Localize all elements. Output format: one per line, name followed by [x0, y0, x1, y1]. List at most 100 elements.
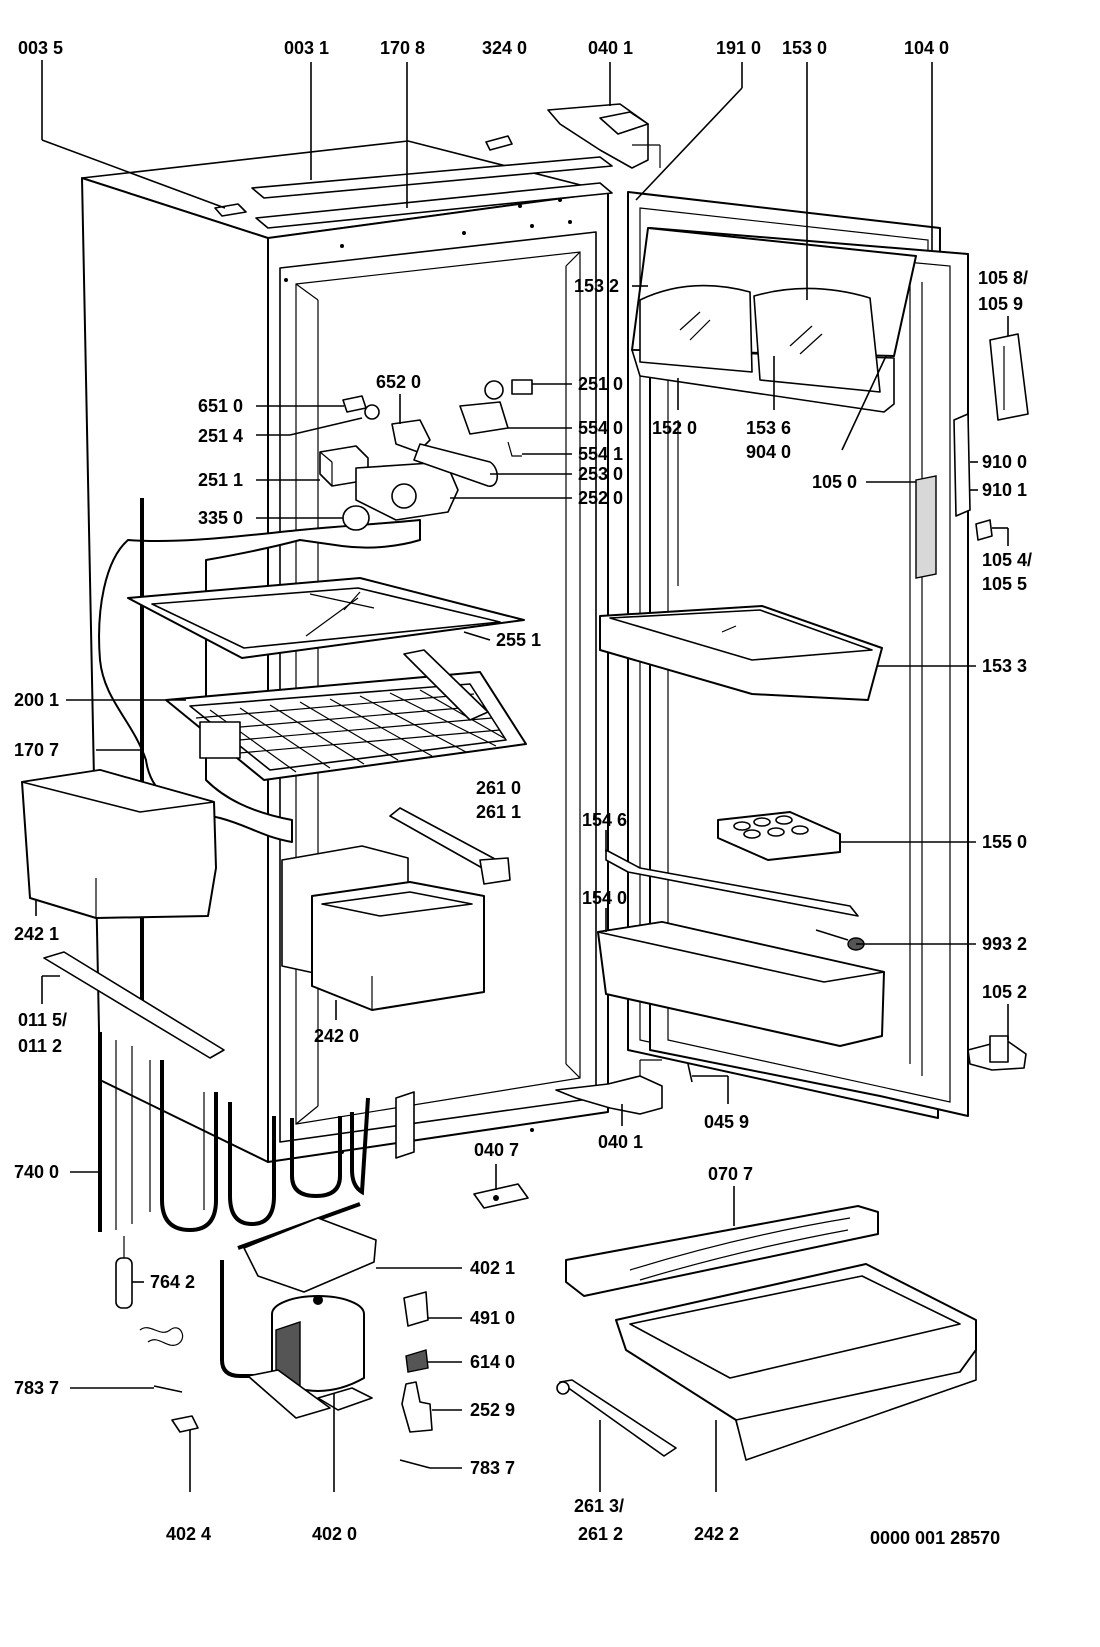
callout-1540: 154 0: [582, 888, 627, 908]
callout-labels: 003 5 003 1 170 8 324 0 040 1 191 0 153 …: [14, 38, 1032, 1548]
callout-6140: 614 0: [470, 1352, 515, 1372]
callout-6520: 652 0: [376, 372, 421, 392]
callout-1052: 105 2: [982, 982, 1027, 1002]
callout-0115: 011 5/: [18, 1010, 67, 1030]
callout-2530: 253 0: [578, 464, 623, 484]
callout-0407: 040 7: [474, 1140, 519, 1160]
leader-lines: [35, 60, 1009, 1492]
vegetable-box: [281, 845, 485, 1011]
drawing-number: 0000 001 28570: [870, 1528, 1000, 1548]
door-shelf-upper: [599, 605, 883, 701]
bottle-retainer: [605, 849, 859, 917]
callout-6510: 651 0: [198, 396, 243, 416]
callout-4021: 402 1: [470, 1258, 515, 1278]
callout-1050: 105 0: [812, 472, 857, 492]
relay-cover: [403, 1291, 429, 1327]
callout-2520: 252 0: [578, 488, 623, 508]
callout-9101: 910 1: [982, 480, 1027, 500]
clip-part: [401, 1381, 433, 1433]
callout-2422: 242 2: [694, 1524, 739, 1544]
callout-0035: 003 5: [18, 38, 63, 58]
handle-bracket: [953, 413, 971, 517]
callout-0401-top: 040 1: [588, 38, 633, 58]
callout-4910: 491 0: [470, 1308, 515, 1328]
screw: [687, 1063, 693, 1083]
callout-7837-right: 783 7: [470, 1458, 515, 1478]
egg-rack: [717, 811, 841, 861]
callout-2612: 261 2: [578, 1524, 623, 1544]
callout-1054: 105 4/: [982, 550, 1032, 570]
callout-1546: 154 6: [582, 810, 627, 830]
callout-2001: 200 1: [14, 690, 59, 710]
callout-2421: 242 1: [14, 924, 59, 944]
callout-1055: 105 5: [982, 574, 1027, 594]
condenser: [98, 1032, 415, 1233]
callout-2613: 261 3/: [574, 1496, 624, 1516]
callout-3350: 335 0: [198, 508, 243, 528]
callout-0707: 070 7: [708, 1164, 753, 1184]
callout-9040: 904 0: [746, 442, 791, 462]
callout-0112: 011 2: [18, 1036, 62, 1056]
callout-2420: 242 0: [314, 1026, 359, 1046]
callout-3240: 324 0: [482, 38, 527, 58]
compressor: [220, 1202, 373, 1419]
callout-2529: 252 9: [470, 1400, 515, 1420]
callout-5541: 554 1: [578, 444, 623, 464]
upper-hinge: [547, 103, 661, 169]
callout-1708: 170 8: [380, 38, 425, 58]
callout-1550: 155 0: [982, 832, 1027, 852]
pin-part-2: [399, 1459, 431, 1469]
callout-1520: 152 0: [652, 418, 697, 438]
door-bin-lower: [597, 921, 885, 1047]
callout-1536: 153 6: [746, 418, 791, 438]
drawer-lower: [615, 1263, 977, 1461]
filter-drier: [115, 1236, 184, 1346]
relay: [405, 1349, 429, 1373]
callout-4024: 402 4: [166, 1524, 211, 1544]
callout-1058: 105 8/: [978, 268, 1028, 288]
thermostat-group: [319, 379, 533, 531]
callout-9932: 993 2: [982, 934, 1027, 954]
clip-small: [171, 1415, 199, 1433]
callout-2510: 251 0: [578, 374, 623, 394]
callout-1040: 104 0: [904, 38, 949, 58]
callout-1910: 191 0: [716, 38, 761, 58]
callout-1707: 170 7: [14, 740, 59, 760]
toe-grille: [565, 1205, 879, 1297]
top-cover-strip: [251, 156, 613, 229]
magnetic-strip: [915, 475, 937, 579]
top-hinge-right: [989, 333, 1029, 421]
plate: [473, 1183, 529, 1209]
wire-shelf: [165, 649, 527, 781]
callout-2551: 255 1: [496, 630, 541, 650]
small-hinge-pin: [975, 519, 993, 541]
hinge-cover-small: [485, 135, 513, 151]
callout-7837-left: 783 7: [14, 1378, 59, 1398]
callout-1530: 153 0: [782, 38, 827, 58]
callout-7642: 764 2: [150, 1272, 195, 1292]
callout-0401-bottom: 040 1: [598, 1132, 643, 1152]
callout-7400: 740 0: [14, 1162, 59, 1182]
callout-1059: 105 9: [978, 294, 1023, 314]
drawer-rail: [559, 1379, 677, 1457]
callout-0459: 045 9: [704, 1112, 749, 1132]
callout-0031: 003 1: [284, 38, 329, 58]
drawer-left: [21, 769, 217, 919]
callout-2511: 251 1: [198, 470, 243, 490]
callout-4020: 402 0: [312, 1524, 357, 1544]
callout-2610: 261 0: [476, 778, 521, 798]
bottle-clip: [815, 929, 849, 941]
callout-2514: 251 4: [198, 426, 243, 446]
callout-1532: 153 2: [574, 276, 619, 296]
glass-shelf: [127, 577, 525, 659]
bottom-front-rail: [43, 951, 225, 1059]
callout-2611: 261 1: [476, 802, 521, 822]
callout-5540: 554 0: [578, 418, 623, 438]
pin-part: [153, 1385, 183, 1393]
lower-hinge: [555, 1075, 663, 1115]
compressor-bracket: [243, 1217, 377, 1293]
butter-compartment: [631, 227, 917, 413]
callout-1533: 153 3: [982, 656, 1027, 676]
